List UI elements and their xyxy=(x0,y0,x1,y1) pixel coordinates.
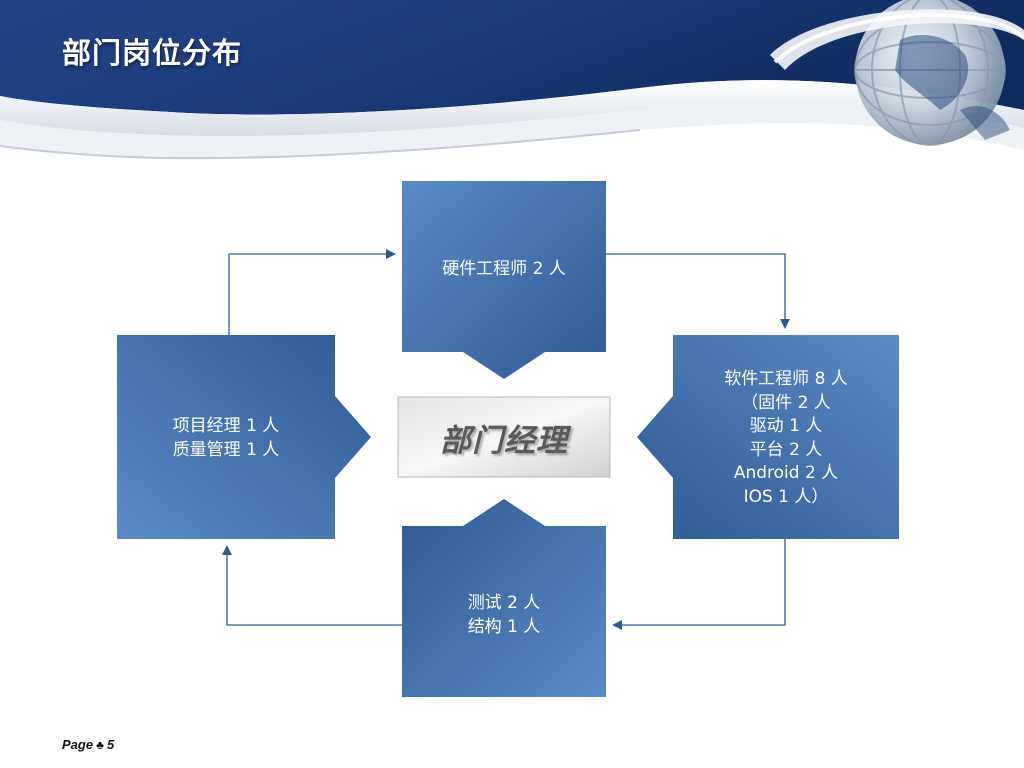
software-box xyxy=(637,335,899,539)
pm-line: 项目经理 1 人 xyxy=(172,416,280,436)
software-line: 驱动 1 人 xyxy=(749,416,823,436)
hardware-line: 硬件工程师 2 人 xyxy=(442,259,566,279)
arrow-test-to-pm xyxy=(222,545,402,626)
page-number: 5 xyxy=(106,737,115,752)
center-box xyxy=(397,396,611,478)
header-banner xyxy=(0,0,1024,160)
software-line: IOS 1 人） xyxy=(743,486,829,507)
software-line: 平台 2 人 xyxy=(749,439,823,460)
software-text: 软件工程师 8 人 （固件 2 人 驱动 1 人 平台 2 人 Android … xyxy=(673,368,899,509)
arrow-software-to-test xyxy=(612,539,786,630)
software-line: （固件 2 人 xyxy=(741,392,831,413)
globe-icon xyxy=(854,0,1010,146)
page-footer: Page♣5 xyxy=(62,737,114,752)
test-text: 测试 2 人 结构 1 人 xyxy=(402,592,606,639)
center-label: 部门经理 xyxy=(440,422,568,459)
page-label: Page xyxy=(62,737,94,752)
test-line: 测试 2 人 xyxy=(467,593,541,613)
test-line: 结构 1 人 xyxy=(467,616,541,637)
arrow-pm-to-hardware xyxy=(228,249,396,335)
page-title: 部门岗位分布 xyxy=(62,36,243,70)
test-box xyxy=(402,499,606,697)
hardware-box xyxy=(402,181,606,379)
pm-line: 质量管理 1 人 xyxy=(172,439,280,460)
pm-box xyxy=(117,335,371,539)
club-icon: ♣ xyxy=(96,738,104,752)
arrow-hardware-to-software xyxy=(606,253,790,329)
hardware-text: 硬件工程师 2 人 xyxy=(402,258,606,282)
software-line: 软件工程师 8 人 xyxy=(724,369,848,389)
software-line: Android 2 人 xyxy=(733,463,839,483)
pm-text: 项目经理 1 人 质量管理 1 人 xyxy=(117,415,335,462)
